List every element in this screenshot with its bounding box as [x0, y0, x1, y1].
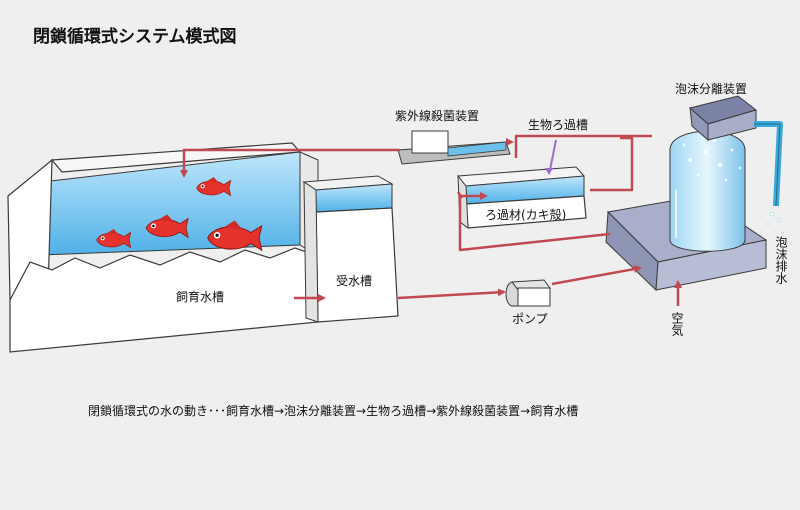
biofilter-tank	[457, 166, 587, 230]
rearing-tank-label: 飼育水槽	[176, 290, 225, 304]
pump-device	[505, 279, 551, 307]
biofilter-label: 生物ろ過槽	[528, 118, 589, 132]
uv-sterilizer-label: 紫外線殺菌装置	[395, 109, 480, 123]
receiving-tank-label: 受水槽	[336, 274, 373, 288]
foam-drain-label: 泡沫排水	[774, 236, 788, 284]
air-label: 空気	[670, 312, 684, 336]
uv-sterilizer-device	[397, 130, 511, 165]
filter-media-label: ろ過材(カキ殻)	[485, 208, 567, 222]
foam-separator-device	[605, 95, 783, 292]
pipes	[180, 134, 682, 306]
diagram-title: 閉鎖循環式システム模式図	[33, 27, 237, 47]
pump-label: ポンプ	[512, 312, 548, 326]
foam-separator-label: 泡沫分離装置	[675, 82, 748, 96]
rearing-tank	[7, 142, 319, 353]
flow-description: 閉鎖循環式の水の動き･･･飼育水槽→泡沫分離装置→生物ろ過槽→紫外線殺菌装置→飼…	[88, 404, 579, 418]
biofilter-pointer	[549, 139, 557, 171]
receiving-tank	[302, 175, 399, 323]
